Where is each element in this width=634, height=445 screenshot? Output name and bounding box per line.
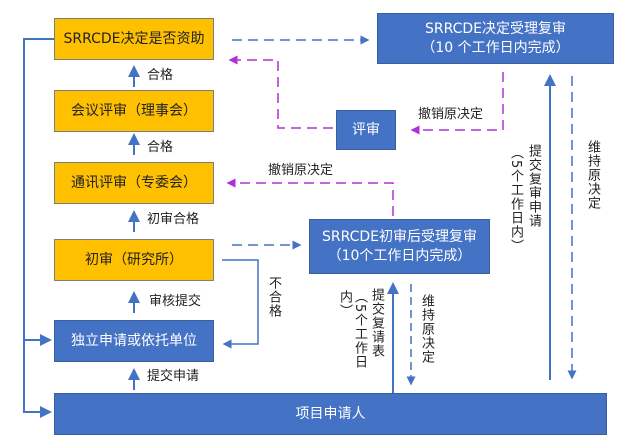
purple-revoke-top [228, 55, 333, 129]
maintain-right-label: 维持原决定 [585, 140, 600, 210]
maintain-mid-label: 维持原决定 [419, 294, 434, 364]
submit-review-form-label: 提交复请表 [369, 288, 384, 358]
initial-pass-label: 初审合格 [147, 212, 200, 227]
submit-application-label: 提交申请 [147, 369, 200, 384]
independent-unit-text: 独立申请或依托单位 [71, 332, 197, 349]
revoke-top-label: 撤销原决定 [418, 107, 484, 122]
decide-funding-box: SRRCDE决定是否资助 [54, 18, 214, 60]
accept-review-final-text: SRRCDE决定受理复审 [424, 20, 567, 37]
revoke-mid-label: 撤销原决定 [268, 163, 334, 178]
pass-label-2: 合格 [147, 140, 174, 155]
purple-final-to-review [410, 72, 504, 135]
accept-review-initial-box: SRRCDE初审后受理复审 （10个工作日内完成） [309, 219, 490, 274]
applicant-box: 项目申请人 [54, 393, 607, 435]
accept-review-initial-sub: （10个工作日内完成） [327, 247, 472, 264]
audit-submit-label: 审核提交 [149, 294, 202, 309]
accept-review-final-box: SRRCDE决定受理复审 （10 个工作日内完成） [377, 13, 614, 64]
accept-review-initial-text: SRRCDE初审后受理复审 [321, 228, 478, 245]
fail-label: 不合格 [266, 276, 281, 318]
correspondence-review-text: 通讯评审（专委会） [71, 174, 197, 191]
meeting-review-box: 会议评审（理事会） [54, 90, 214, 132]
correspondence-review-box: 通讯评审（专委会） [54, 162, 214, 204]
submit-review-right-note: （5个工作日内） [508, 146, 523, 254]
initial-review-text: 初审（研究所） [85, 251, 183, 268]
meeting-review-text: 会议评审（理事会） [71, 102, 197, 119]
purple-revoke-mid [226, 178, 394, 216]
applicant-text: 项目申请人 [295, 405, 366, 422]
submit-review-form-note: （5个工作日内） [337, 290, 367, 370]
initial-review-box: 初审（研究所） [54, 239, 214, 281]
submit-review-right-label: 提交复审申请 [526, 144, 541, 228]
left-bus-line [23, 38, 54, 418]
decide-funding-text: SRRCDE决定是否资助 [63, 30, 205, 47]
review-text: 评审 [352, 121, 380, 138]
pass-label-1: 合格 [147, 68, 174, 83]
accept-review-final-sub: （10 个工作日内完成） [421, 39, 570, 56]
independent-unit-box: 独立申请或依托单位 [54, 320, 214, 362]
fail-loop-arrow [222, 259, 259, 349]
review-box: 评审 [336, 110, 396, 150]
